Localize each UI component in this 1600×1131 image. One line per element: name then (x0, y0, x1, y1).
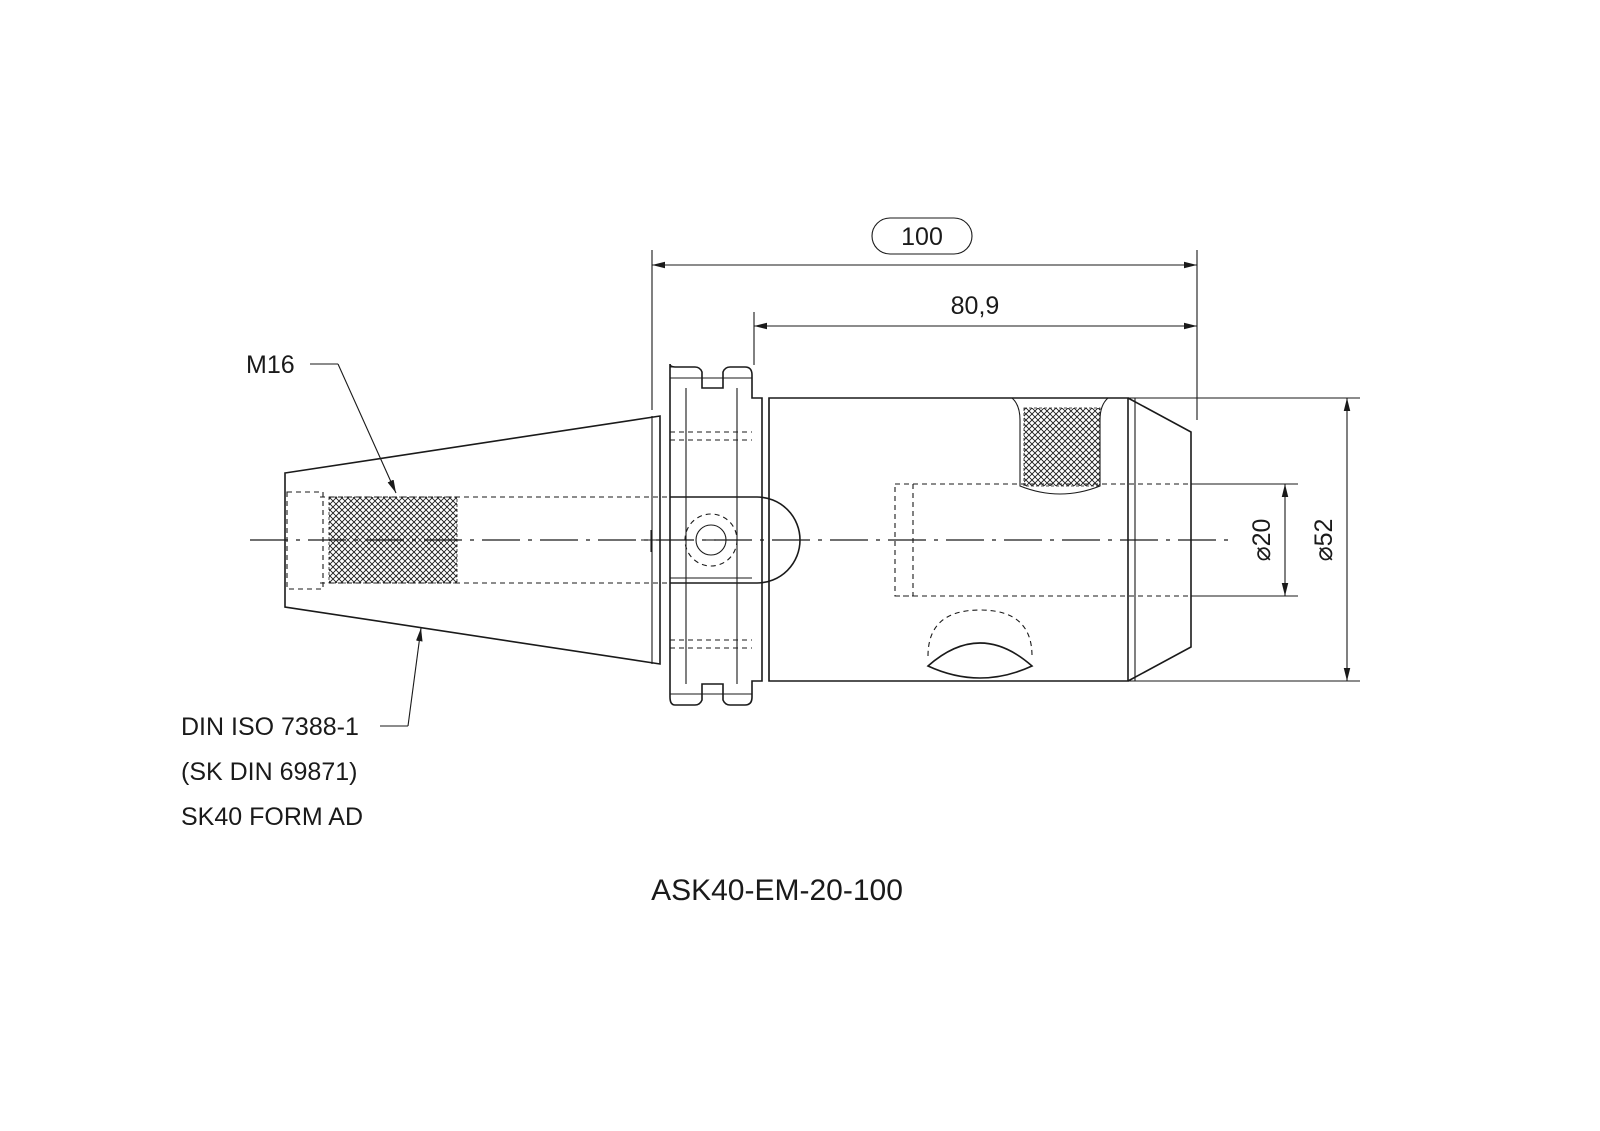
dimension-bore: ⌀20 (1191, 483, 1298, 597)
dimension-total-length: 100 (651, 217, 1198, 420)
leader-thread: M16 (246, 351, 397, 494)
dimension-outer: ⌀52 (1128, 397, 1360, 682)
flange (669, 363, 763, 706)
cross-hole (926, 609, 1034, 679)
label-standard-line1: DIN ISO 7388-1 (181, 713, 359, 741)
dim-gauge-length-text: 80,9 (951, 292, 1000, 320)
dimension-gauge-length: 80,9 (753, 292, 1197, 365)
label-standard-line3: SK40 FORM AD (181, 803, 363, 831)
center-line (250, 530, 1230, 552)
clamping-screw (1011, 397, 1109, 495)
dim-outer-text: ⌀52 (1310, 519, 1338, 562)
dim-total-length-text: 100 (901, 223, 943, 251)
dim-bore-text: ⌀20 (1248, 519, 1276, 562)
part-number: ASK40-EM-20-100 (651, 874, 903, 907)
label-thread: M16 (246, 351, 295, 379)
label-standard-line2: (SK DIN 69871) (181, 758, 357, 786)
leader-standard: DIN ISO 7388-1 (SK DIN 69871) SK40 FORM … (181, 627, 423, 831)
